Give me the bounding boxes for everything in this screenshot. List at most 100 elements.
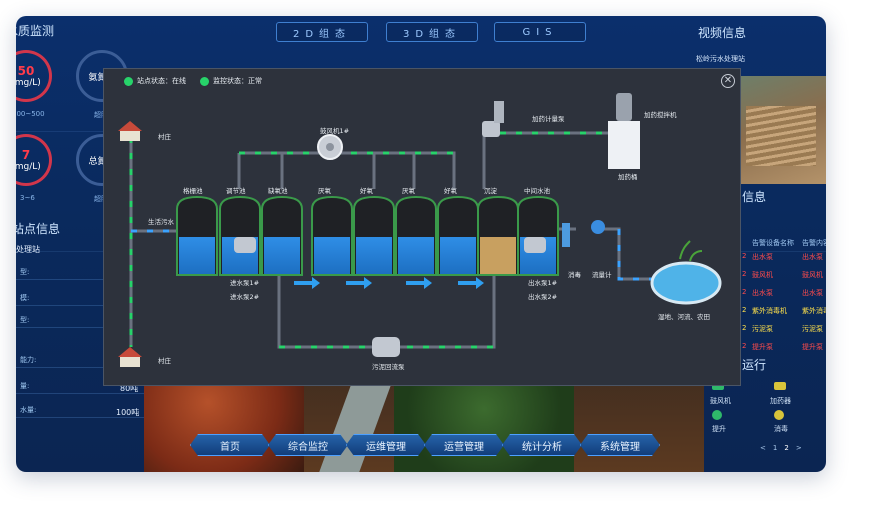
nav-ops-maintenance[interactable]: 运维管理 xyxy=(346,434,426,456)
lift-pump-label: 进水泵2# xyxy=(230,293,260,301)
ph-gauge: 7(mg/L) xyxy=(16,134,52,186)
process-flow-diagram xyxy=(118,93,722,367)
device-disinfect-icon[interactable] xyxy=(774,410,784,420)
site-status: 站点状态：在线 xyxy=(124,76,186,86)
cod-range: 100~500 xyxy=(16,110,45,118)
close-icon[interactable]: ✕ xyxy=(721,74,735,88)
village-label: 村庄 xyxy=(158,357,171,365)
alarm-index: 2 xyxy=(742,252,747,260)
alarm-content: 提升泵 xyxy=(802,343,823,351)
alarm-device-name[interactable]: 出水泵 xyxy=(752,289,773,297)
page-prev[interactable]: < xyxy=(760,444,766,452)
site-info-title: 站点信息 xyxy=(16,222,61,236)
tank-label: 中间水池 xyxy=(524,187,550,195)
alarm-index: 2 xyxy=(742,270,747,278)
pagination: < 1 2 > xyxy=(760,444,802,452)
tank-label: 沉淀 xyxy=(484,187,497,195)
site-row: 能力: xyxy=(16,352,146,368)
cod-gauge: 50(mg/L) xyxy=(16,50,52,102)
video-info-title: 视频信息 xyxy=(698,26,747,40)
device-lift-icon[interactable] xyxy=(712,410,722,420)
alarm-content: 鼓风机 xyxy=(802,271,823,279)
run-status-title: 运行 xyxy=(742,358,767,372)
alarm-content: 出水泵 xyxy=(802,289,823,297)
device-label: 消毒 xyxy=(774,425,788,433)
site-row: 型: xyxy=(16,312,146,328)
tab-gis[interactable]: GIS xyxy=(494,22,586,42)
video-thumbnail[interactable] xyxy=(736,76,826,184)
alarm-header-device: 告警设备名称 xyxy=(752,239,794,247)
alarm-index: 2 xyxy=(742,324,747,332)
device-label: 加药器 xyxy=(770,397,791,405)
tank-label: 厌氧 xyxy=(402,187,415,195)
dosing-pump-label: 加药计量泵 xyxy=(532,115,565,123)
tank-label: 好氧 xyxy=(360,187,373,195)
nav-statistics[interactable]: 统计分析 xyxy=(502,434,582,456)
alarm-info-title: 信息 xyxy=(742,190,767,204)
disinfect-label: 消毒 xyxy=(568,271,581,279)
site-row: 模: xyxy=(16,290,146,306)
nav-monitor[interactable]: 综合监控 xyxy=(268,434,348,456)
site-row: 水量:100吨 xyxy=(16,402,146,418)
sludge-pump-label: 污泥回流泵 xyxy=(372,363,405,371)
ammonia-status: 超限 xyxy=(94,111,108,119)
tab-2d[interactable]: 2D组态 xyxy=(276,22,368,42)
tank-label: 调节池 xyxy=(226,187,246,195)
alarm-index: 2 xyxy=(742,288,747,296)
nav-system[interactable]: 系统管理 xyxy=(580,434,660,456)
discharge-label: 湿地、河流、农田 xyxy=(658,313,710,321)
alarm-content: 污泥泵 xyxy=(802,325,823,333)
ph-range: 3~6 xyxy=(20,194,35,202)
tank-label: 格栅池 xyxy=(183,187,203,195)
alarm-device-name[interactable]: 紫外消毒机 xyxy=(752,307,787,315)
device-label: 提升 xyxy=(712,425,726,433)
tank-water xyxy=(440,237,476,274)
alarm-header-content: 告警内容 xyxy=(802,239,826,247)
tank-water xyxy=(264,237,300,274)
sewage-label: 生活污水 xyxy=(148,218,174,226)
monitor-status: 监控状态：正常 xyxy=(200,76,262,86)
alarm-content: 出水泵 xyxy=(802,253,823,261)
nav-home[interactable]: 首页 xyxy=(190,434,270,456)
flowmeter-label: 流量计 xyxy=(592,271,612,279)
normal-status-icon xyxy=(200,76,209,86)
alarm-index: 2 xyxy=(742,342,747,350)
mixer-label: 加药搅拌机 xyxy=(644,111,677,119)
alarm-device-name[interactable]: 鼓风机 xyxy=(752,271,773,279)
tank-water xyxy=(314,237,350,274)
nav-operations[interactable]: 运营管理 xyxy=(424,434,504,456)
tank-label: 好氧 xyxy=(444,187,457,195)
water-monitor-title: 水质监测 xyxy=(16,24,55,38)
site-row: 型: xyxy=(16,264,146,280)
alarm-index: 2 xyxy=(742,306,747,314)
video-site-name: 松岭污水处理站 xyxy=(696,55,745,63)
tab-3d[interactable]: 3D组态 xyxy=(386,22,478,42)
dosing-tank-label: 加药桶 xyxy=(618,173,638,181)
device-label: 鼓风机 xyxy=(710,397,731,405)
tank-label: 厌氧 xyxy=(318,187,331,195)
site-row: 量:80吨 xyxy=(16,378,146,394)
page-next[interactable]: > xyxy=(795,444,802,452)
tank-water xyxy=(480,237,516,274)
alarm-device-name[interactable]: 出水泵 xyxy=(752,253,773,261)
tank-water xyxy=(356,237,392,274)
out-pump-label: 出水泵2# xyxy=(528,293,558,301)
device-doser-icon[interactable] xyxy=(774,382,786,390)
tank-water xyxy=(179,237,215,274)
online-status-icon xyxy=(124,76,133,86)
page-1[interactable]: 1 xyxy=(772,444,778,452)
tank-water xyxy=(398,237,434,274)
alarm-device-name[interactable]: 提升泵 xyxy=(752,343,773,351)
blower-label: 鼓风机1# xyxy=(320,127,350,135)
site-name: 处理站 xyxy=(16,245,40,254)
tank-label: 缺氧池 xyxy=(268,187,288,195)
page-2[interactable]: 2 xyxy=(784,444,789,452)
alarm-content: 紫外消毒 xyxy=(802,307,826,315)
total-nitrogen-status: 超限 xyxy=(94,195,108,203)
alarm-device-name[interactable]: 污泥泵 xyxy=(752,325,773,333)
out-pump-label: 出水泵1# xyxy=(528,279,558,287)
device-blower-icon[interactable] xyxy=(712,382,724,390)
village-label: 村庄 xyxy=(158,133,171,141)
lift-pump-label: 进水泵1# xyxy=(230,279,260,287)
process-diagram-modal: ✕ 站点状态：在线 监控状态：正常 xyxy=(103,68,741,386)
